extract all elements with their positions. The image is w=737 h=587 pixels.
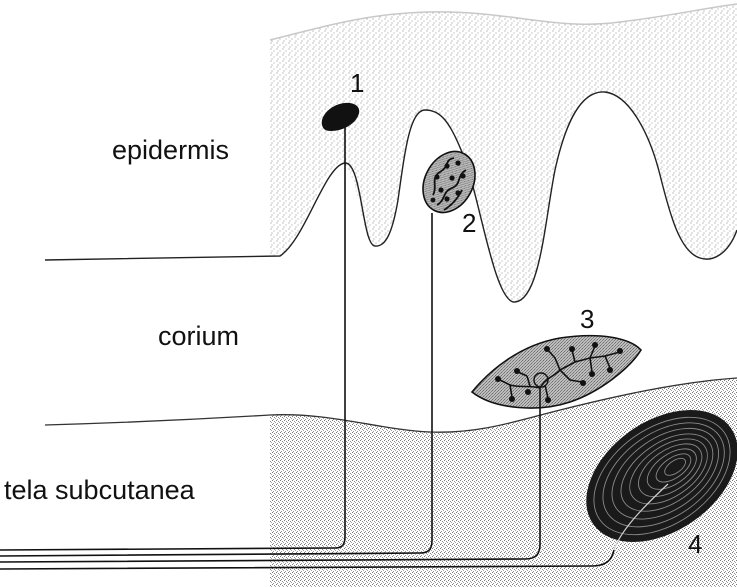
- label-receptor-2: 2: [462, 208, 476, 238]
- label-receptor-3: 3: [580, 304, 594, 334]
- label-receptor-1: 1: [350, 68, 364, 98]
- label-epidermis: epidermis: [112, 135, 229, 165]
- label-receptor-4: 4: [688, 529, 702, 559]
- label-tela-subcutanea: tela subcutanea: [4, 475, 196, 505]
- label-corium: corium: [158, 321, 239, 351]
- epidermis-region: [270, 4, 737, 302]
